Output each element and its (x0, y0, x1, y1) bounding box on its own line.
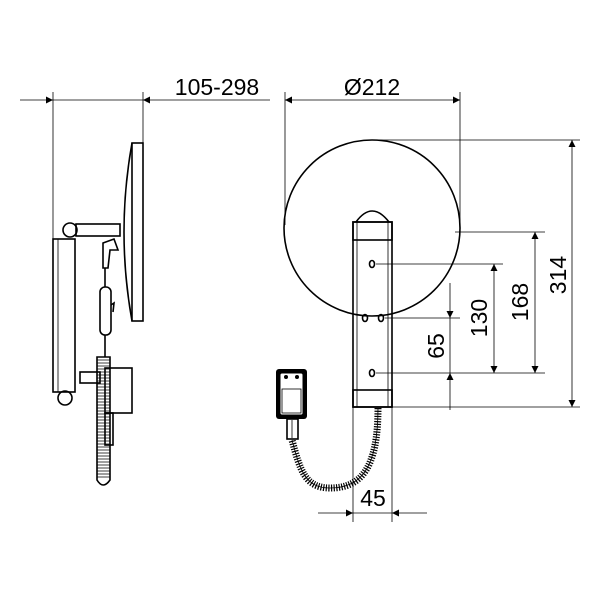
side-wall-plate (52, 238, 76, 406)
side-cord (79, 268, 133, 486)
dimension-65: 65 (423, 283, 454, 410)
coiled-cord (288, 407, 382, 492)
total-height-label: 314 (545, 256, 571, 295)
dimension-extension-lines (372, 139, 580, 408)
dimension-projection: 105-298 (20, 74, 270, 239)
dimension-130: 130 (466, 264, 498, 373)
dimension-168: 168 (507, 232, 539, 373)
mounting-hole (368, 368, 376, 378)
bracket-width-label: 45 (360, 485, 386, 511)
side-mirror (123, 142, 144, 322)
mounting-hole (368, 259, 376, 269)
side-arm (62, 222, 121, 269)
mounting-hole (361, 313, 369, 323)
plug (276, 369, 307, 440)
wall-bracket (352, 210, 393, 408)
front-view: Ø212 (276, 74, 580, 522)
mirror-disc (283, 139, 461, 317)
mounting-hole (377, 313, 385, 323)
projection-label: 105-298 (175, 74, 259, 100)
hole-to-top-label: 168 (507, 283, 533, 321)
side-view: 105-298 (20, 74, 270, 486)
dimension-314: 314 (545, 140, 576, 407)
dimension-45: 45 (318, 407, 427, 522)
diameter-label: Ø212 (344, 74, 400, 100)
hole-spacing-label: 130 (466, 299, 492, 337)
hole-spacing-mid-label: 65 (423, 333, 449, 359)
dimension-diameter: Ø212 (284, 74, 461, 225)
